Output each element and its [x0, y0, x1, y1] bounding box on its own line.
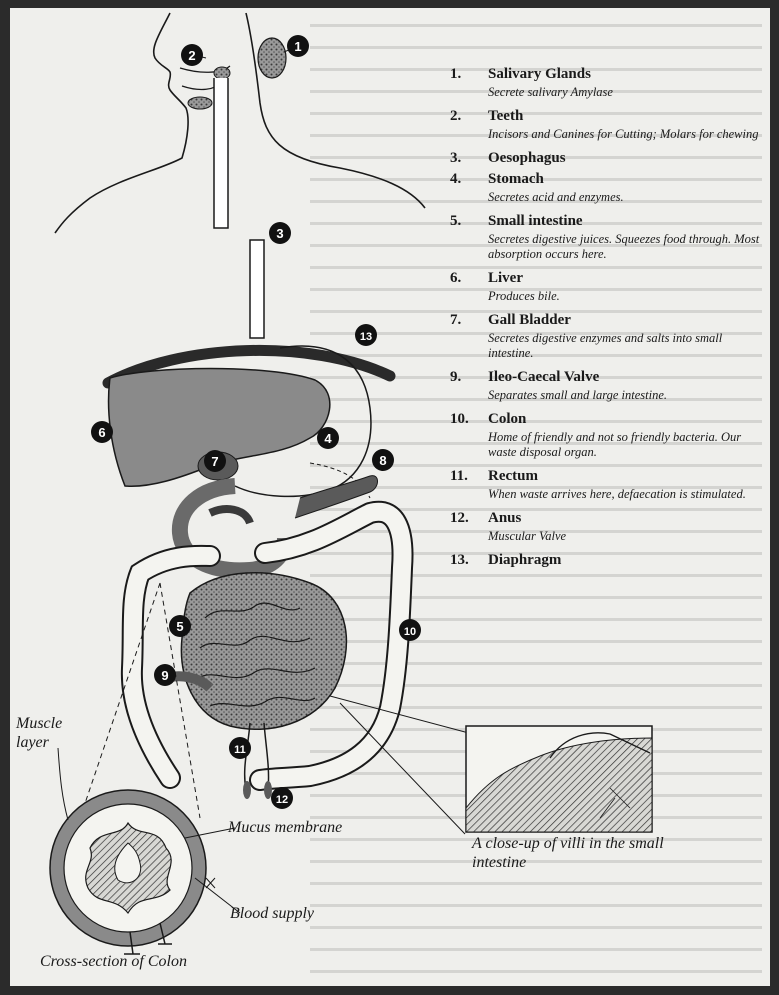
villi-caption: A close-up of villi in the small intesti… [472, 834, 672, 872]
badge-2: 2 [181, 44, 203, 66]
legend-item: 10.ColonHome of friendly and not so frie… [450, 411, 770, 460]
svg-text:3: 3 [276, 226, 283, 241]
muscle-layer-caption: Muscle layer [16, 714, 76, 752]
badge-8: 8 [372, 449, 394, 471]
badge-7: 7 [204, 450, 226, 472]
cross-section-caption: Cross-section of Colon [40, 952, 250, 971]
svg-text:8: 8 [379, 453, 386, 468]
small-intestine-shape [181, 573, 346, 730]
svg-text:2: 2 [188, 48, 195, 63]
svg-text:7: 7 [211, 454, 218, 469]
legend-item: 1.Salivary GlandsSecrete salivary Amylas… [450, 66, 770, 100]
badge-5: 5 [169, 615, 191, 637]
svg-text:4: 4 [324, 431, 332, 446]
organ-legend: 1.Salivary GlandsSecrete salivary Amylas… [450, 66, 770, 569]
svg-text:13: 13 [360, 331, 372, 343]
badge-12: 12 [271, 787, 293, 809]
svg-text:6: 6 [98, 425, 105, 440]
legend-item: 7.Gall BladderSecretes digestive enzymes… [450, 312, 770, 361]
badge-11: 11 [229, 737, 251, 759]
textbook-page: 1 2 3 4 5 6 7 8 9 10 11 12 13 Muscle lay… [10, 8, 770, 986]
legend-item: 4.StomachSecretes acid and enzymes. [450, 171, 770, 205]
svg-text:9: 9 [161, 668, 168, 683]
svg-text:10: 10 [404, 626, 416, 638]
legend-item: 13.Diaphragm [450, 552, 770, 569]
legend-item: 2.TeethIncisors and Canines for Cutting;… [450, 108, 770, 142]
legend-item: 11.RectumWhen waste arrives here, defaec… [450, 468, 770, 502]
svg-text:12: 12 [276, 794, 288, 806]
salivary-gland-shape [258, 38, 286, 78]
badge-1: 1 [287, 35, 309, 57]
legend-item: 5.Small intestineSecretes digestive juic… [450, 213, 770, 262]
badge-13: 13 [355, 324, 377, 346]
svg-text:5: 5 [176, 619, 183, 634]
svg-text:11: 11 [234, 744, 246, 756]
badge-10: 10 [399, 619, 421, 641]
legend-item: 6.LiverProduces bile. [450, 270, 770, 304]
badge-6: 6 [91, 421, 113, 443]
blood-supply-caption: Blood supply [230, 904, 370, 923]
badge-3: 3 [269, 222, 291, 244]
legend-item: 12.AnusMuscular Valve [450, 510, 770, 544]
badge-4: 4 [317, 427, 339, 449]
mucus-membrane-caption: Mucus membrane [228, 818, 408, 837]
head-outline [55, 13, 188, 233]
oesophagus-shape [214, 78, 228, 228]
badge-9: 9 [154, 664, 176, 686]
legend-item: 3.Oesophagus [450, 150, 770, 167]
anus-shape [243, 781, 251, 799]
legend-item: 9.Ileo-Caecal ValveSeparates small and l… [450, 369, 770, 403]
svg-text:1: 1 [294, 39, 301, 54]
